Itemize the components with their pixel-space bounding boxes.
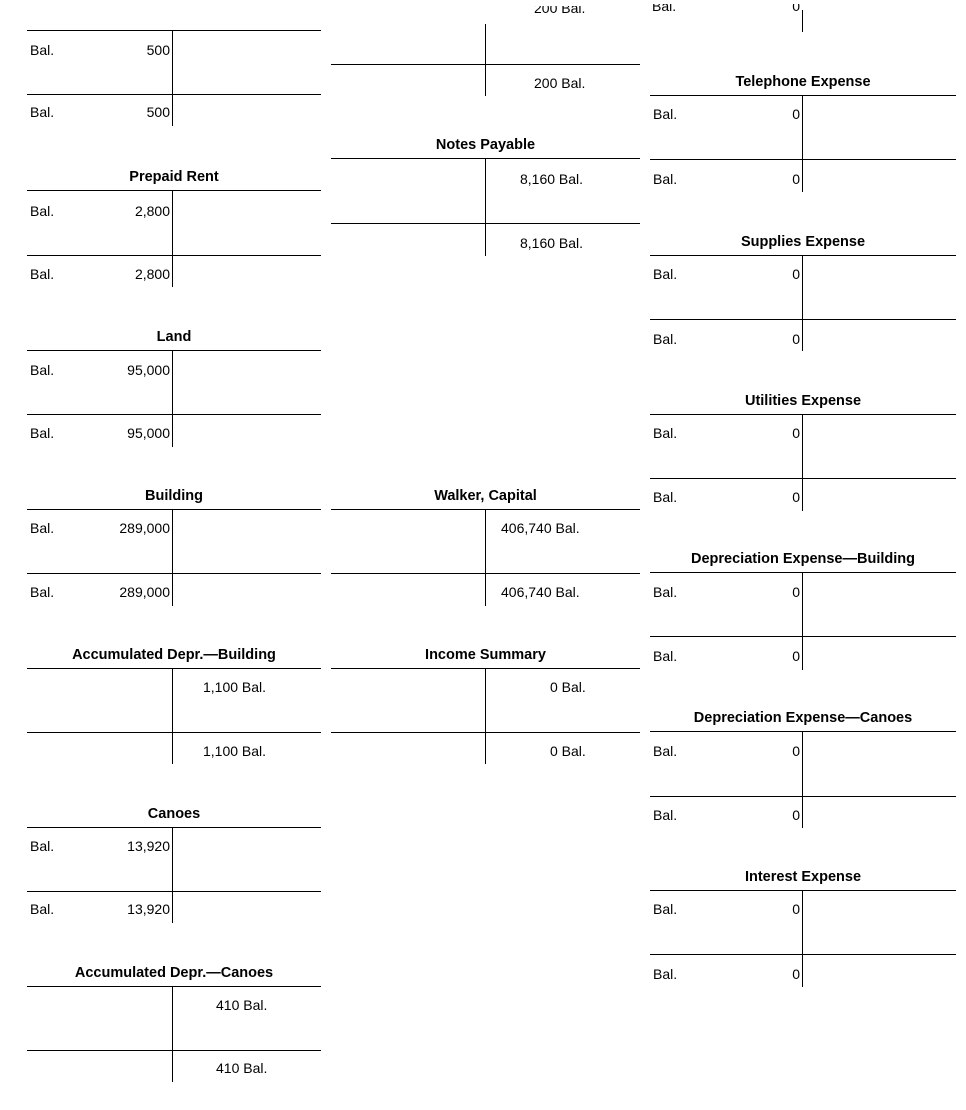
line-label: Bal.: [653, 807, 678, 823]
line-label-cut: Bal.: [652, 4, 677, 14]
line-amount: 0: [792, 648, 800, 664]
line-amount: 2,800: [134, 203, 170, 219]
line-label: Bal.: [30, 104, 55, 120]
line-label: Bal.: [653, 901, 678, 917]
line-label: Bal.: [653, 106, 678, 122]
line-amount: 0: [792, 584, 800, 600]
account-title: Prepaid Rent: [129, 169, 219, 185]
line-amount: 0: [792, 966, 800, 982]
line-label: Bal.: [653, 743, 678, 759]
line-label: Bal.: [653, 584, 678, 600]
line-amount-cut: 0: [792, 4, 800, 14]
line-label: Bal.: [653, 171, 678, 187]
t-account-land: Land Bal. 95,000 Bal. 95,000: [27, 326, 321, 492]
line-amount: 289,000: [119, 584, 170, 600]
t-account-depreciation-expense-building: Depreciation Expense—Building Bal. 0 Bal…: [650, 548, 956, 714]
t-account-accumulated-depr-canoes: Accumulated Depr.—Canoes 410 Bal. 410 Ba…: [27, 962, 321, 1086]
account-title: Income Summary: [425, 647, 546, 663]
line-amount: 0: [792, 331, 800, 347]
account-title: Land: [156, 329, 192, 345]
t-account-income-summary: Income Summary 0 Bal. 0 Bal.: [331, 644, 640, 810]
line-amount: 500: [146, 104, 170, 120]
t-account-depreciation-expense-canoes: Depreciation Expense—Canoes Bal. 0 Bal. …: [650, 707, 956, 873]
t-account-telephone-expense: Telephone Expense Bal. 0 Bal. 0: [650, 71, 956, 237]
line-amount-credit: 410 Bal.: [216, 1060, 268, 1076]
account-title: Interest Expense: [744, 869, 862, 885]
line-label: Bal.: [653, 331, 678, 347]
account-title: Accumulated Depr.—Building: [72, 647, 276, 663]
t-account-accumulated-depr-building: Accumulated Depr.—Building 1,100 Bal. 1,…: [27, 644, 321, 810]
t-account-top-middle: 200 Bal. 200 Bal.: [331, 0, 640, 102]
line-label: Bal.: [30, 901, 55, 917]
line-label: Bal.: [653, 489, 678, 505]
line-amount: 0: [792, 171, 800, 187]
t-account-utilities-expense: Utilities Expense Bal. 0 Bal. 0: [650, 390, 956, 556]
t-account-supplies-expense: Supplies Expense Bal. 0 Bal. 0: [650, 231, 956, 397]
line-amount-credit: 8,160 Bal.: [520, 171, 584, 187]
t-account-top-right: Bal. 0: [650, 0, 956, 38]
line-amount: 13,920: [127, 838, 170, 854]
line-amount-credit: 200 Bal.: [534, 75, 586, 91]
line-amount: 2,800: [134, 266, 170, 282]
line-label: Bal.: [30, 584, 55, 600]
line-label: Bal.: [653, 266, 678, 282]
line-label: Bal.: [653, 648, 678, 664]
account-title: Notes Payable: [435, 137, 536, 153]
line-label: Bal.: [30, 203, 55, 219]
line-amount-credit: 8,160 Bal.: [520, 235, 584, 251]
line-amount-credit: 0 Bal.: [550, 743, 586, 759]
account-title: Telephone Expense: [735, 74, 871, 90]
account-title: Walker, Capital: [434, 488, 537, 504]
account-title: Utilities Expense: [744, 393, 862, 409]
t-account-top-left: Bal. 500 Bal. 500: [27, 0, 321, 134]
account-title: Depreciation Expense—Canoes: [693, 710, 913, 726]
line-label: Bal.: [30, 838, 55, 854]
line-amount: 95,000: [127, 362, 170, 378]
line-label: Bal.: [653, 425, 678, 441]
line-amount: 0: [792, 743, 800, 759]
line-amount: 0: [792, 901, 800, 917]
line-amount: 500: [146, 42, 170, 58]
line-amount: 0: [792, 106, 800, 122]
line-amount: 0: [792, 489, 800, 505]
t-account-canoes: Canoes Bal. 13,920 Bal. 13,920: [27, 803, 321, 969]
account-title: Supplies Expense: [740, 234, 866, 250]
t-account-notes-payable: Notes Payable 8,160 Bal. 8,160 Bal.: [331, 134, 640, 300]
line-amount-credit: 1,100 Bal.: [203, 679, 267, 695]
line-amount: 289,000: [119, 520, 170, 536]
line-amount-credit-cut: 200 Bal.: [534, 6, 586, 16]
account-title: Depreciation Expense—Building: [691, 551, 915, 567]
t-account-walker-capital: Walker, Capital 406,740 Bal. 406,740 Bal…: [331, 485, 640, 651]
line-amount-credit: 0 Bal.: [550, 679, 586, 695]
account-title: Canoes: [147, 806, 201, 822]
t-account-prepaid-rent: Prepaid Rent Bal. 2,800 Bal. 2,800: [27, 166, 321, 332]
account-title: Building: [145, 488, 203, 504]
t-account-building: Building Bal. 289,000 Bal. 289,000: [27, 485, 321, 651]
line-label: Bal.: [30, 266, 55, 282]
line-label: Bal.: [30, 362, 55, 378]
line-amount-credit: 1,100 Bal.: [203, 743, 267, 759]
line-amount: 95,000: [127, 425, 170, 441]
line-label: Bal.: [653, 966, 678, 982]
account-title: Accumulated Depr.—Canoes: [74, 965, 274, 981]
line-amount: 0: [792, 807, 800, 823]
t-account-interest-expense: Interest Expense Bal. 0 Bal. 0: [650, 866, 956, 1032]
line-amount: 0: [792, 425, 800, 441]
line-amount: 13,920: [127, 901, 170, 917]
line-label: Bal.: [30, 520, 55, 536]
line-amount: 0: [792, 266, 800, 282]
line-amount-credit: 410 Bal.: [216, 997, 268, 1013]
line-amount-credit: 406,740 Bal.: [501, 584, 580, 600]
line-label: Bal.: [30, 42, 55, 58]
line-label: Bal.: [30, 425, 55, 441]
line-amount-credit: 406,740 Bal.: [501, 520, 580, 536]
